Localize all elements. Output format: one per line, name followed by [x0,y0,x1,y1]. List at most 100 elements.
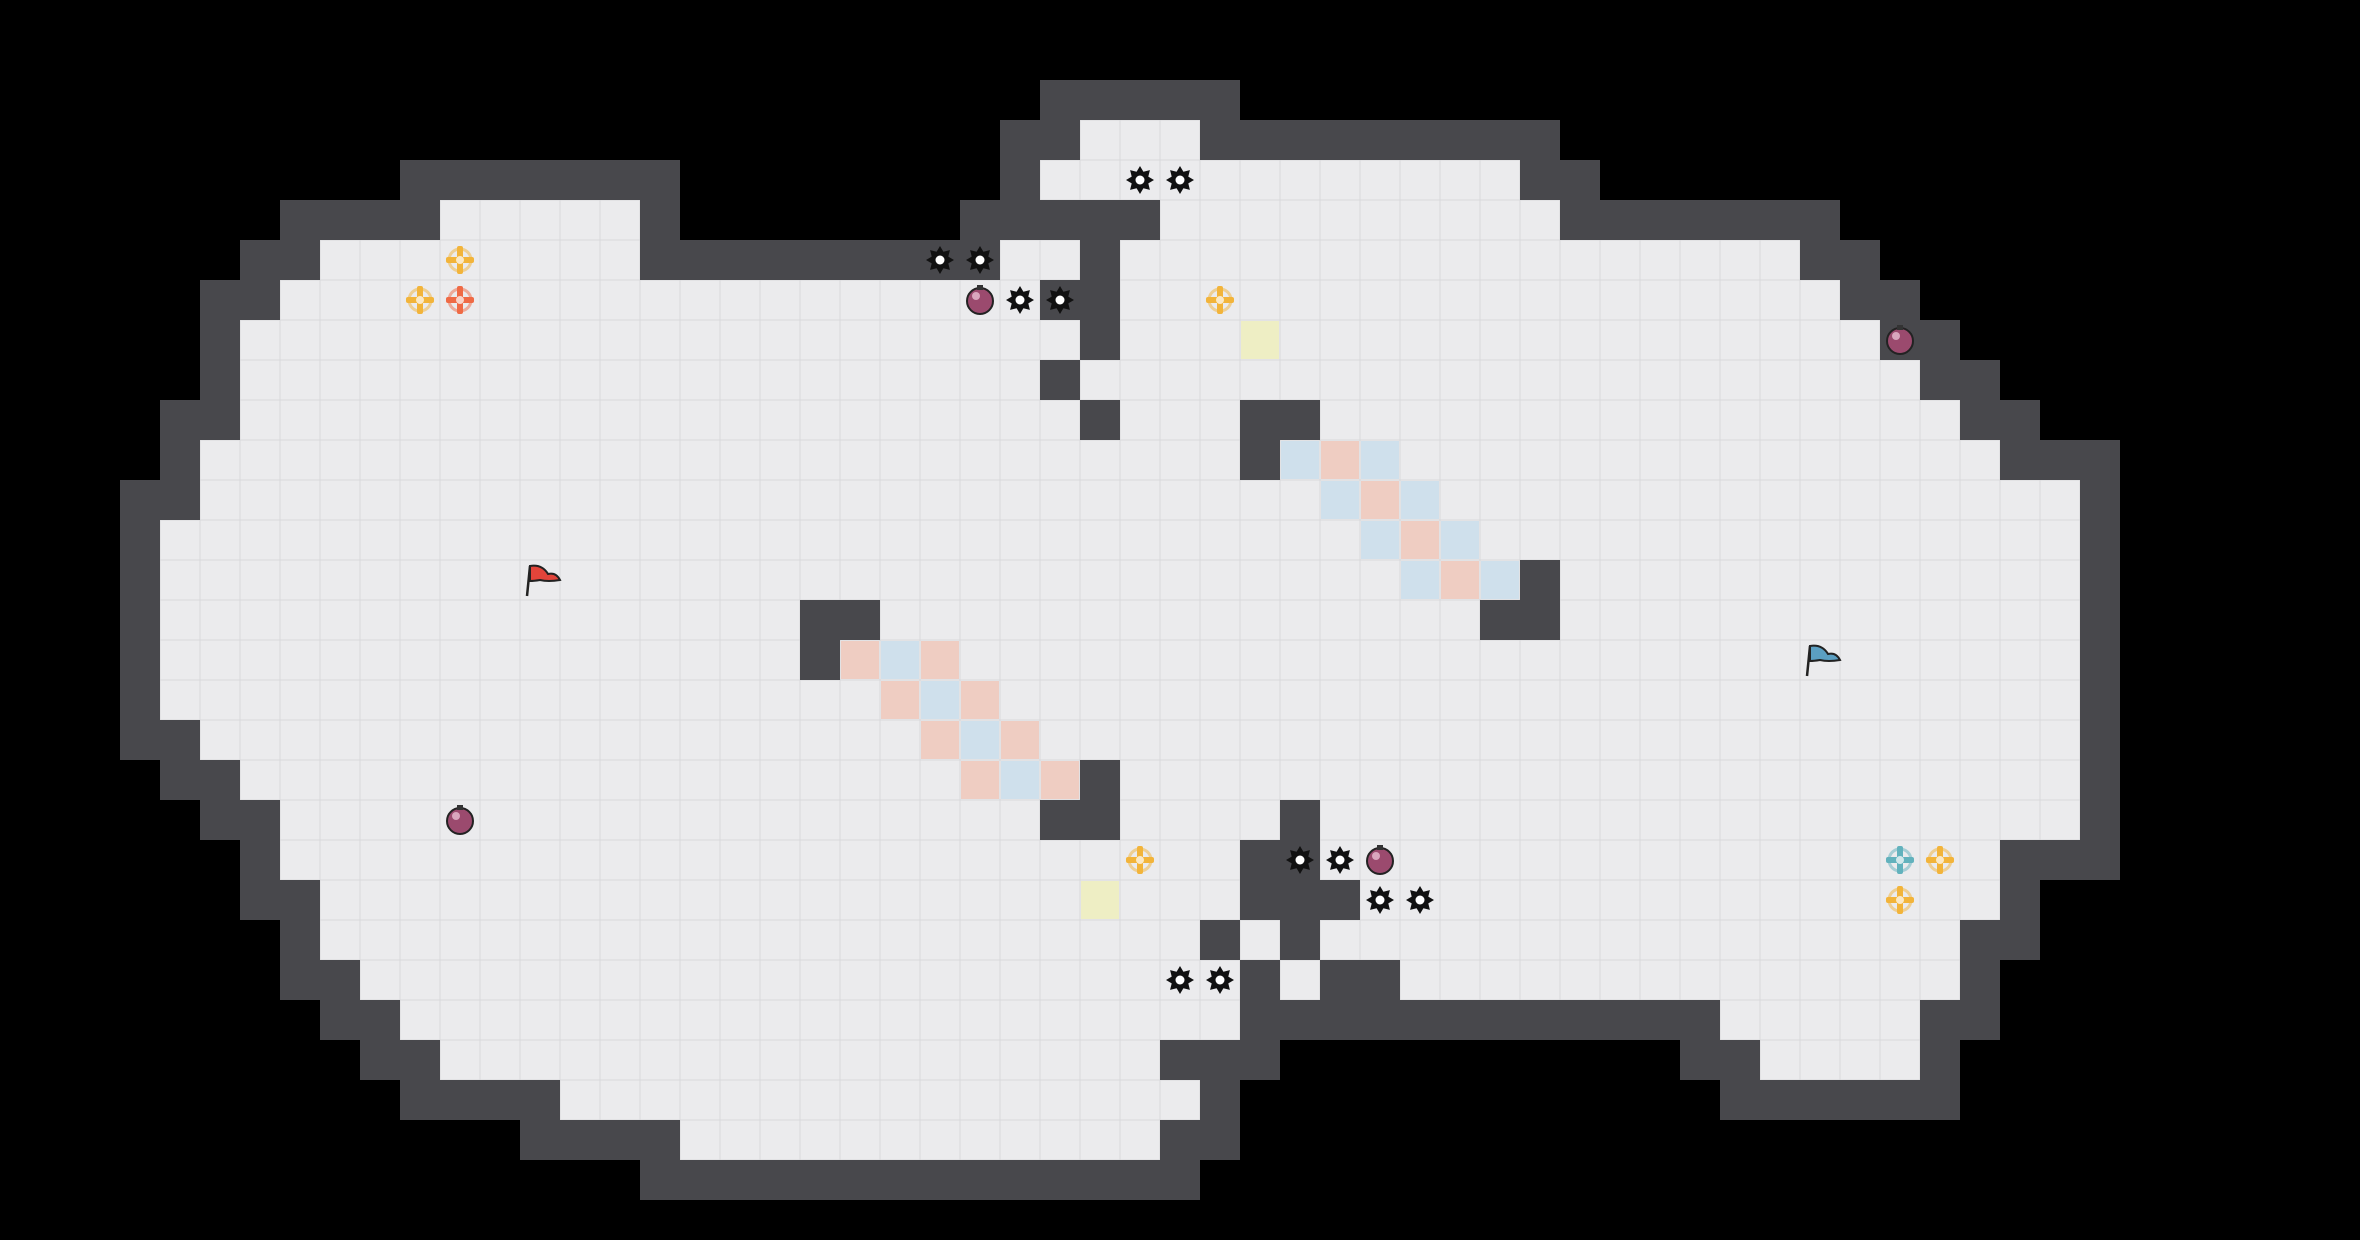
floor-tile [1639,839,1681,881]
floor-tile [959,319,1001,361]
wall-block [1720,200,1760,240]
floor-tile [1439,399,1481,441]
floor-tile [559,519,601,561]
floor-tile [1159,719,1201,761]
floor-tile [919,599,961,641]
wall-block [1920,1000,1960,1040]
floor-tile [999,599,1041,641]
spike-icon [1006,286,1034,314]
floor-tile [1039,919,1081,961]
floor-tile [719,839,761,881]
floor-tile [1839,679,1881,721]
floor-tile [519,919,561,961]
floor-tile [359,799,401,841]
floor-tile [319,279,361,321]
floor-tile [1439,479,1481,521]
wall-block [440,1080,480,1120]
floor-tile [1279,959,1321,1001]
floor-tile [1279,279,1321,321]
floor-tile [399,759,441,801]
wall-block [120,480,160,520]
wall-block [1520,120,1560,160]
floor-tile [519,639,561,681]
floor-tile [919,1119,961,1161]
floor-tile [719,759,761,801]
floor-tile [1799,679,1841,721]
floor-tile [1359,239,1401,281]
floor-tile [1439,879,1481,921]
floor-tile [1639,399,1681,441]
floor-tile [959,599,1001,641]
floor-tile [799,559,841,601]
floor-tile [759,679,801,721]
floor-tile [639,359,681,401]
floor-tile [1999,599,2041,641]
floor-tile [1719,599,1761,641]
floor-tile [1799,839,1841,881]
floor-tile [799,719,841,761]
floor-tile [1079,479,1121,521]
floor-tile [799,959,841,1001]
floor-tile [1119,999,1161,1041]
floor-tile [1999,479,2041,521]
floor-tile [319,399,361,441]
floor-tile [1839,639,1881,681]
floor-tile [159,679,201,721]
floor-tile [1559,399,1601,441]
floor-tile [1679,639,1721,681]
wall-block [2080,600,2120,640]
wall-block [2080,840,2120,880]
wall-block [800,240,840,280]
floor-tile [639,1079,681,1121]
wall-block [1360,120,1400,160]
floor-tile [1119,1039,1161,1081]
floor-tile [1119,399,1161,441]
floor-tile [799,279,841,321]
floor-tile [759,919,801,961]
floor-tile [1839,999,1881,1041]
floor-tile [279,639,321,681]
floor-tile [1519,639,1561,681]
floor-tile [1599,519,1641,561]
floor-tile [1479,879,1521,921]
floor-tile [1039,1079,1081,1121]
wall-block [160,720,200,760]
floor-tile [999,639,1041,681]
wall-block [200,360,240,400]
floor-tile [719,639,761,681]
floor-tile [1399,159,1441,201]
floor-tile [1119,1079,1161,1121]
floor-tile [639,399,681,441]
floor-tile [1479,399,1521,441]
floor-tile [559,839,601,881]
floor-tile [599,439,641,481]
floor-tile [279,319,321,361]
floor-tile [1599,239,1641,281]
floor-tile [1199,799,1241,841]
floor-tile [1079,959,1121,1001]
floor-tile [1599,759,1641,801]
floor-tile [1919,759,1961,801]
floor-tile [279,479,321,521]
floor-tile [519,239,561,281]
floor-tile [679,719,721,761]
floor-tile [399,999,441,1041]
tile-red-marker [1001,721,1039,759]
floor-tile [759,959,801,1001]
floor-tile [159,519,201,561]
floor-tile [1079,999,1121,1041]
floor-tile [1279,679,1321,721]
floor-tile [1119,1119,1161,1161]
floor-tile [559,1039,601,1081]
floor-tile [1639,279,1681,321]
floor-tile [1079,359,1121,401]
floor-tile [1319,759,1361,801]
floor-tile [1839,599,1881,641]
wall-block [1320,1000,1360,1040]
floor-tile [439,319,481,361]
floor-tile [799,679,841,721]
floor-tile [679,519,721,561]
floor-tile [159,639,201,681]
spike-icon [1406,886,1434,914]
floor-tile [1199,599,1241,641]
